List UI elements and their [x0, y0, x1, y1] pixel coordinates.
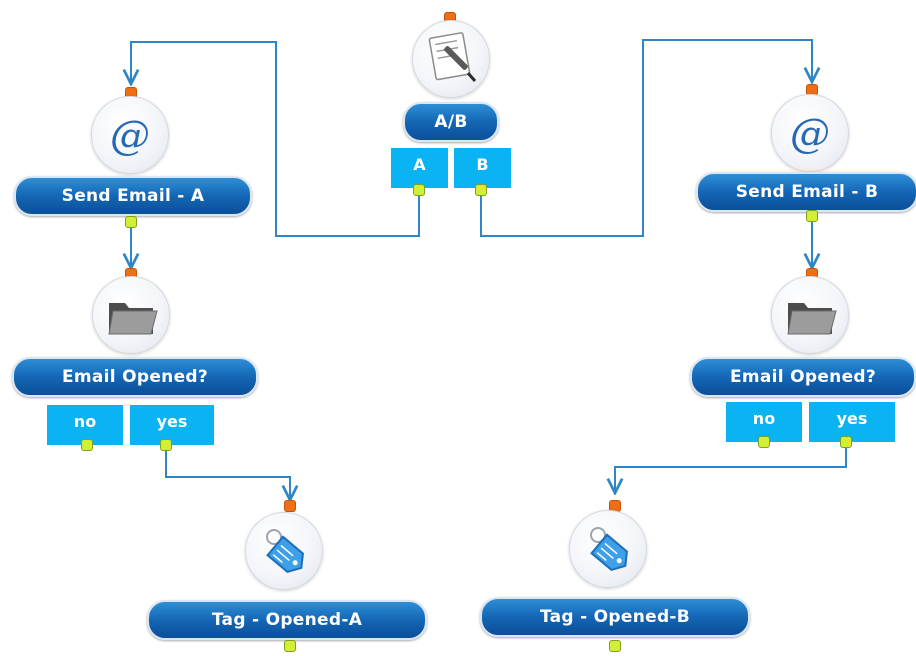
wire-b-yes-to-tag-opened-b — [615, 446, 847, 493]
folder-icon — [92, 276, 170, 354]
svg-text:@: @ — [790, 111, 830, 157]
tag-icon — [245, 512, 323, 590]
branch-tab-a[interactable]: A — [391, 148, 448, 188]
tag-opened-a-label[interactable]: Tag - Opened-A — [147, 600, 427, 640]
a-yes-output-port[interactable] — [160, 439, 172, 451]
b-no-output-port[interactable] — [758, 436, 770, 448]
send-email-b-label[interactable]: Send Email - B — [696, 172, 916, 212]
wire-ab-a-to-send-email-a — [131, 41, 420, 237]
send-email-b-output-port[interactable] — [806, 210, 818, 222]
at-sign-icon: @ — [91, 96, 169, 174]
notepad-pen-icon — [412, 20, 490, 98]
svg-text:@: @ — [110, 113, 150, 159]
b-yes-output-port[interactable] — [840, 436, 852, 448]
a-no-output-port[interactable] — [81, 439, 93, 451]
branch-tab-a-yes[interactable]: yes — [130, 405, 214, 445]
tag-icon — [569, 510, 647, 588]
wire-ab-b-to-send-email-b — [480, 39, 812, 237]
folder-icon — [771, 276, 849, 354]
wire-a-yes-to-tag-opened-a — [165, 450, 290, 500]
at-sign-icon: @ — [771, 94, 849, 172]
branch-tab-b[interactable]: B — [454, 148, 511, 188]
tag-opened-b-label[interactable]: Tag - Opened-B — [480, 597, 750, 637]
send-email-a-label[interactable]: Send Email - A — [14, 176, 252, 216]
ab-split-label[interactable]: A/B — [403, 102, 499, 142]
branch-tab-b-no[interactable]: no — [726, 402, 802, 442]
send-email-a-output-port[interactable] — [125, 216, 137, 228]
branch-tab-a-no[interactable]: no — [47, 405, 123, 445]
branch-a-output-port[interactable] — [413, 184, 425, 196]
email-opened-a-label[interactable]: Email Opened? — [12, 357, 258, 397]
tag-opened-b-output-port[interactable] — [609, 640, 621, 652]
email-opened-b-label[interactable]: Email Opened? — [690, 357, 916, 397]
branch-b-output-port[interactable] — [475, 184, 487, 196]
branch-tab-b-yes[interactable]: yes — [809, 402, 895, 442]
tag-opened-a-input-port[interactable] — [284, 500, 296, 512]
tag-opened-a-output-port[interactable] — [284, 640, 296, 652]
